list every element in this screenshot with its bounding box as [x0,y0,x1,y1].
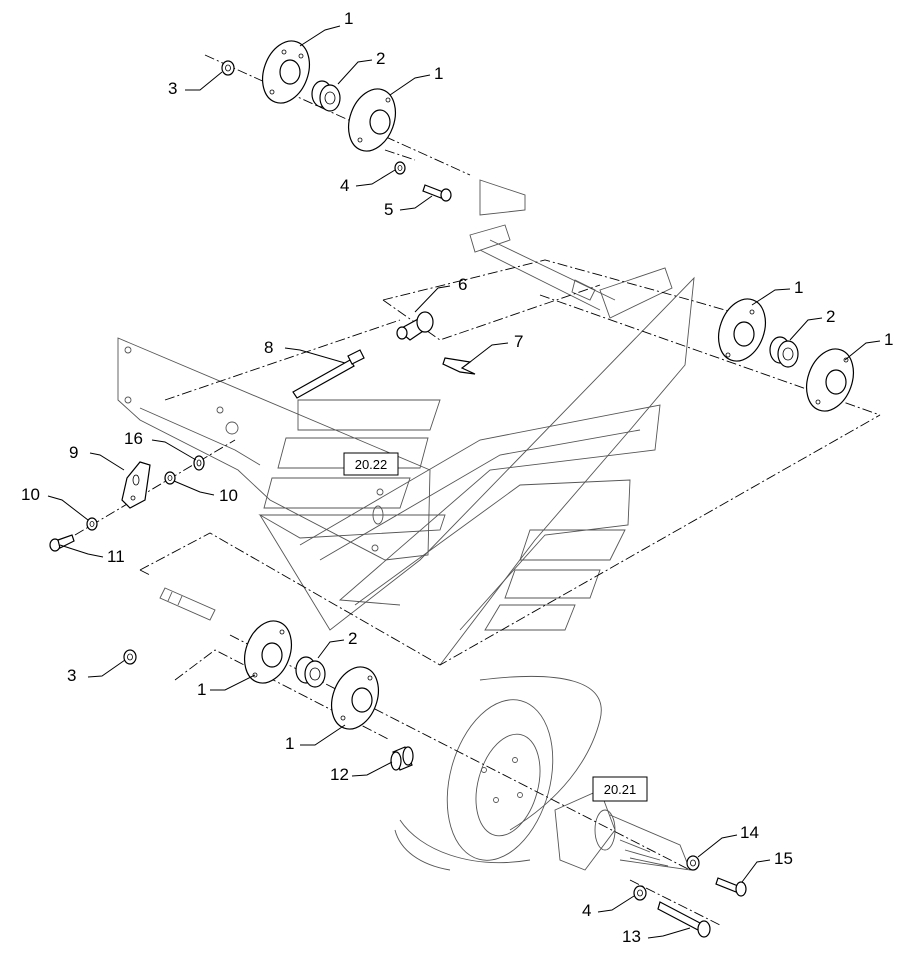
ref-box-20-22[interactable]: 20.22 [343,452,399,476]
callout-top-washer-4: 4 [340,176,349,195]
callout-clip-7: 7 [514,332,523,351]
callout-washer-10-left: 10 [21,485,40,504]
right-bearing-2-shape [769,336,799,368]
washer-10-right-shape [164,471,176,485]
callout-top-bearing-2: 2 [376,49,385,68]
callout-bottom-nut-3: 3 [67,666,76,685]
callout-spacer-6: 6 [458,275,467,294]
callout-top-flange-1a: 1 [344,9,353,28]
bolt-15-shape [715,877,747,897]
callout-sleeve-12: 12 [330,765,349,784]
ref-box-20-22-label: 20.22 [355,457,388,472]
washer-10-left-shape [86,517,98,531]
sleeve-12-shape [390,746,414,771]
top-bearing-2-shape [311,80,341,112]
callout-bolt-11: 11 [107,547,125,566]
callout-right-bearing-2: 2 [826,307,835,326]
leader-lines [47,25,881,939]
washer-4-bottom-shape [633,885,647,901]
ref-box-20-21-label: 20.21 [604,782,637,797]
ref-box-20-21[interactable]: 20.21 [592,776,648,802]
callout-bottom-flange-1b: 1 [285,734,294,753]
top-flange-1a-shape [262,40,310,104]
top-flange-1b-shape [348,88,396,152]
callout-bottom-flange-1a: 1 [197,680,206,699]
callout-pin-8: 8 [264,338,273,357]
frame-outline [117,179,695,871]
washer-14-shape [686,855,700,871]
callout-washer-10-right: 10 [219,486,238,505]
top-washer-4-shape [394,161,406,175]
clip-7-shape [442,357,476,375]
callout-numbers: 1 2 1 3 4 5 6 7 8 9 16 10 10 11 1 2 1 2 … [21,9,893,946]
callout-washer-4-bottom: 4 [582,901,591,920]
callout-washer-16: 16 [124,429,143,448]
callout-right-flange-1b: 1 [884,330,893,349]
bolt-13-shape [657,901,711,938]
spacer-6-shape [396,311,434,341]
bottom-nut-3-shape [123,649,137,665]
bottom-flange-1a-shape [244,620,292,684]
pin-8-shape [292,349,365,399]
top-bolt-5-shape [422,184,452,202]
callout-plate-9: 9 [69,443,78,462]
callout-bolt-15: 15 [774,849,793,868]
callout-top-nut-3: 3 [168,79,177,98]
callout-top-flange-1b: 1 [434,64,443,83]
plate-9-shape [121,461,151,509]
bottom-bearing-2-shape [295,656,326,688]
callout-washer-14: 14 [740,823,759,842]
top-nut-3-shape [221,60,235,76]
callout-top-bolt-5: 5 [384,200,393,219]
callout-right-flange-1a: 1 [794,278,803,297]
washer-16-shape [193,455,205,471]
callout-bottom-bearing-2: 2 [348,629,357,648]
callout-bolt-13: 13 [622,927,641,946]
right-flange-1b-shape [806,348,854,412]
right-flange-1a-shape [718,298,766,362]
bottom-flange-1b-shape [331,666,379,730]
